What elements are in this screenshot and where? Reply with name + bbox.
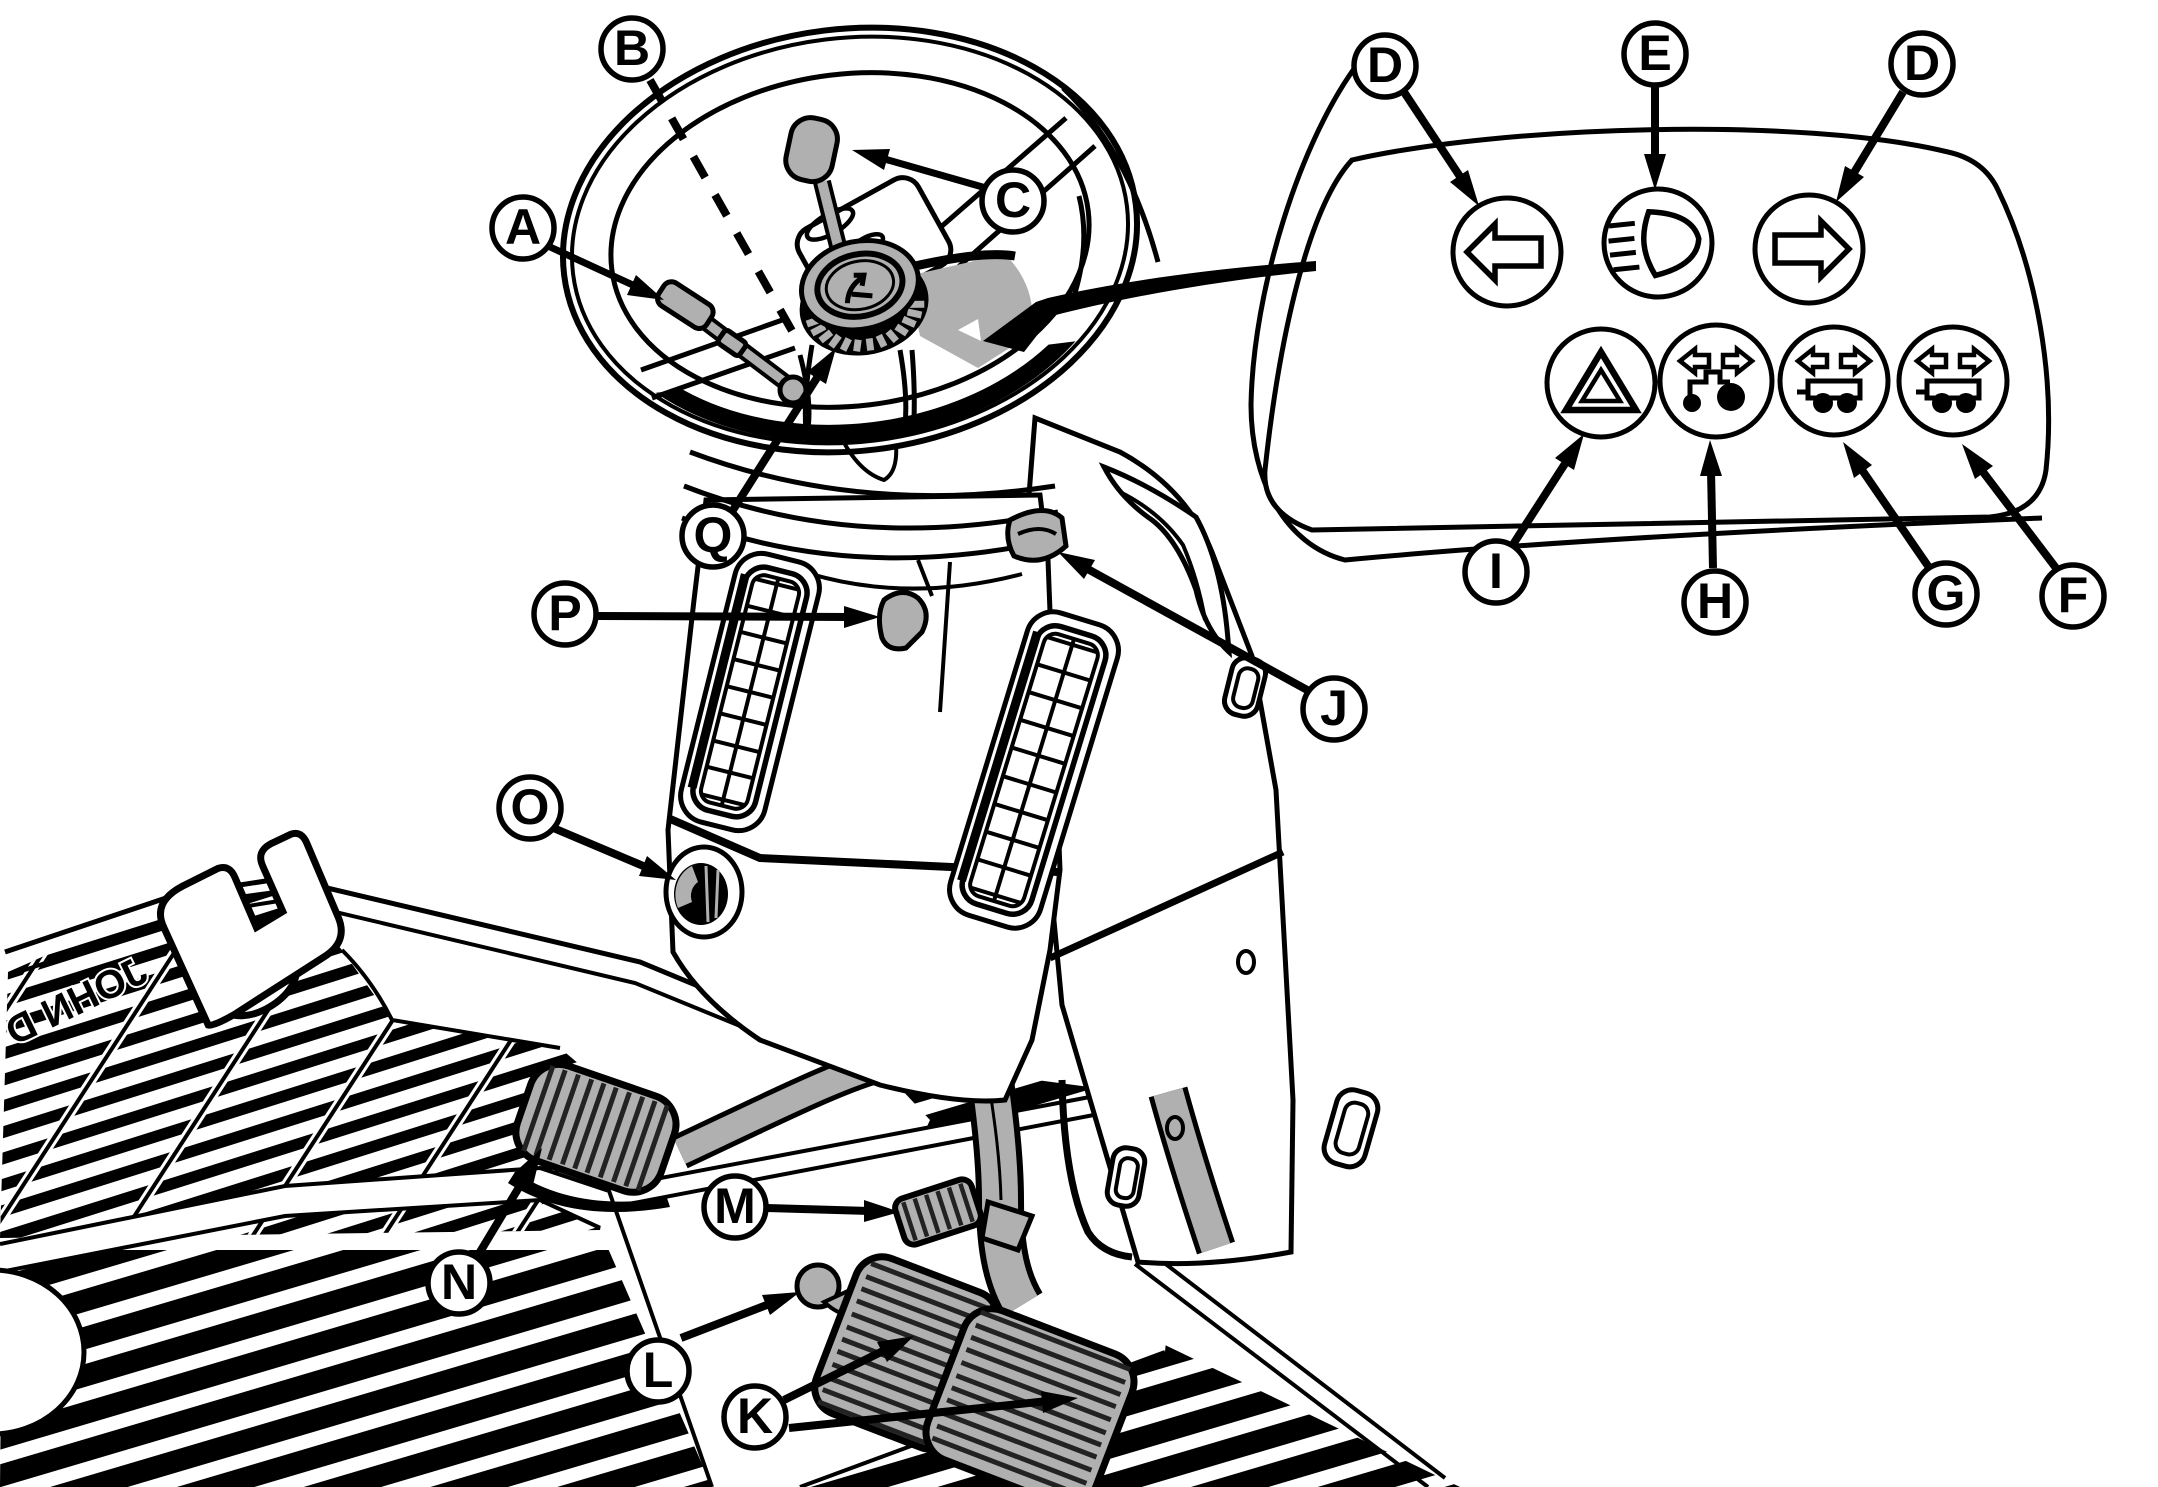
svg-text:M: M xyxy=(714,1178,756,1234)
svg-text:G: G xyxy=(1927,565,1966,621)
svg-text:O: O xyxy=(511,779,550,835)
svg-text:L: L xyxy=(643,1342,674,1398)
svg-text:C: C xyxy=(995,172,1031,228)
svg-text:P: P xyxy=(548,585,581,641)
svg-text:E: E xyxy=(1638,25,1671,81)
svg-text:B: B xyxy=(614,20,650,76)
svg-text:Q: Q xyxy=(694,507,733,563)
svg-text:I: I xyxy=(1489,543,1503,599)
svg-text:F: F xyxy=(2058,567,2089,623)
svg-text:H: H xyxy=(1697,573,1733,629)
svg-text:J: J xyxy=(1320,680,1348,736)
svg-text:N: N xyxy=(441,1254,477,1310)
svg-text:A: A xyxy=(505,199,541,255)
svg-text:K: K xyxy=(737,1388,773,1444)
svg-text:D: D xyxy=(1904,35,1940,91)
svg-text:D: D xyxy=(1367,37,1403,93)
